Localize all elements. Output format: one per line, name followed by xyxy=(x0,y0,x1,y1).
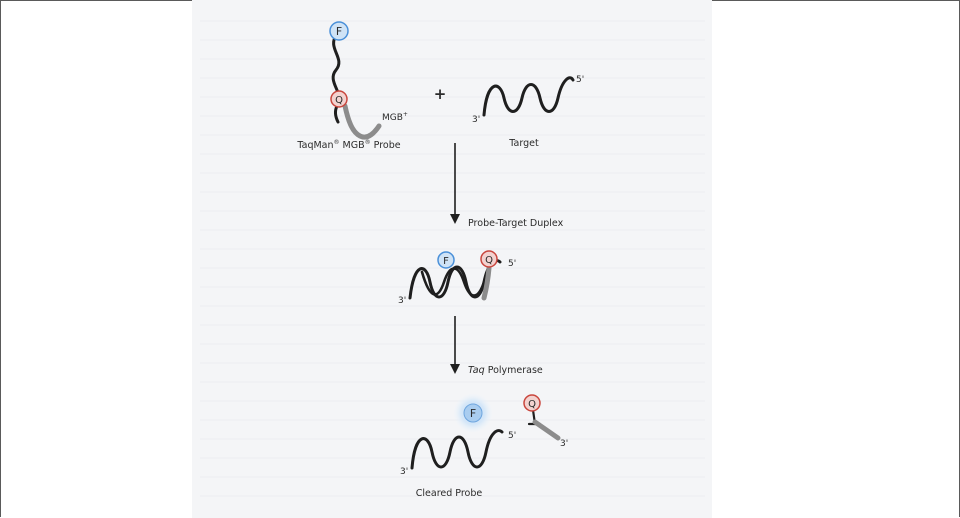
duplex-quencher-icon: Q xyxy=(481,251,497,267)
step2-label: Taq Polymerase xyxy=(468,365,543,376)
fluorophore-icon: F xyxy=(330,22,348,40)
cleared-three-prime: 3' xyxy=(400,467,408,477)
target-three-prime: 3' xyxy=(472,115,480,125)
cleared-fluorophore-icon: F xyxy=(453,393,493,433)
arrow-step2 xyxy=(450,316,460,374)
cleared-fluorophore-letter: F xyxy=(470,407,476,420)
probe-strand xyxy=(333,34,339,122)
plus-sign: + xyxy=(434,85,447,103)
cleared-target-strand xyxy=(412,431,502,468)
fragment-three-prime: 3' xyxy=(560,439,568,449)
duplex-five-prime: 5' xyxy=(508,259,516,269)
probe: F Q MGB+ TaqMan® MGB® Probe xyxy=(296,22,408,151)
cleaved-fragment: Q 3' xyxy=(524,395,568,449)
probe-label: TaqMan® MGB® Probe xyxy=(296,139,400,151)
duplex-mgb-tail xyxy=(484,268,489,298)
cleared-five-prime: 5' xyxy=(508,431,516,441)
cleared-quencher-icon: Q xyxy=(524,395,540,411)
probe-quencher-letter: Q xyxy=(335,95,343,106)
cleared-quencher-letter: Q xyxy=(528,399,536,410)
probe-fluorophore-letter: F xyxy=(336,25,342,38)
step1-label: Probe-Target Duplex xyxy=(468,218,564,229)
duplex-quencher-letter: Q xyxy=(485,255,493,266)
target-strand xyxy=(484,78,573,115)
target-label: Target xyxy=(508,138,539,149)
duplex-fluorophore-icon: F xyxy=(438,252,454,268)
duplex: F Q 5' 3' xyxy=(398,251,516,306)
arrow-step1 xyxy=(450,143,460,224)
duplex-three-prime: 3' xyxy=(398,296,406,306)
target-five-prime: 5' xyxy=(576,75,584,85)
cleared: F 3' 5' Cleared Probe Q 3' xyxy=(400,393,568,499)
duplex-fluorophore-letter: F xyxy=(443,256,449,267)
cleared-label: Cleared Probe xyxy=(416,488,483,499)
quencher-icon: Q xyxy=(331,91,347,107)
mgb-label: MGB+ xyxy=(382,111,408,123)
target: 3' 5' Target xyxy=(472,75,584,149)
probe-mgb-tail xyxy=(345,106,379,137)
